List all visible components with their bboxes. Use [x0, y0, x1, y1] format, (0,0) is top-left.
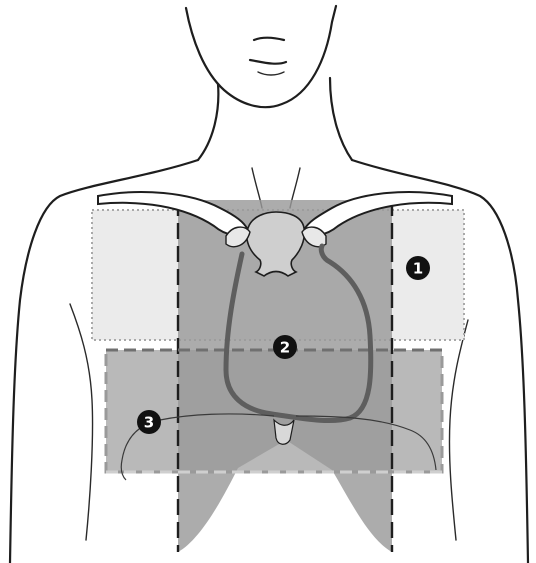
mouth-line [254, 38, 284, 40]
marker-2: 2 [273, 335, 297, 359]
arm-crease-right [449, 320, 468, 540]
neck-left [198, 84, 218, 160]
marker-1: 1 [406, 256, 430, 280]
marker-3-label: 3 [144, 414, 154, 432]
mouth-line-lower [250, 60, 286, 64]
marker-1-label: 1 [413, 260, 423, 278]
marker-2-label: 2 [280, 339, 290, 357]
neck-right [330, 78, 352, 160]
arm-crease-left [70, 304, 93, 540]
chin-outline [186, 6, 336, 107]
chin-crease [258, 72, 284, 75]
marker-3: 3 [137, 410, 161, 434]
